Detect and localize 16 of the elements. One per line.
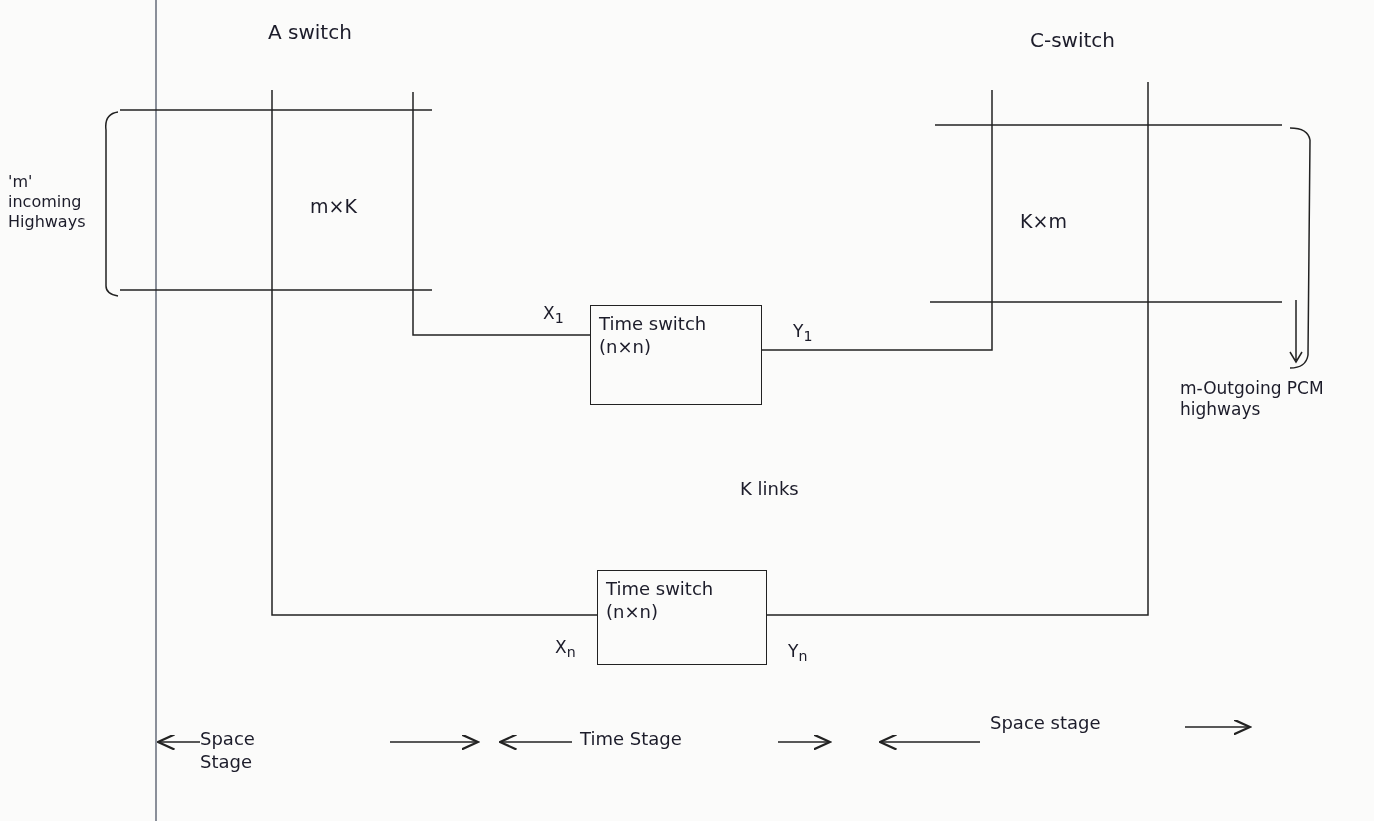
time-switch-box: Time switch (n×n) <box>597 570 767 665</box>
switch-heading: A switch <box>268 20 352 44</box>
note-text: Time Stage <box>580 728 683 751</box>
connector-line <box>271 289 598 616</box>
switch-size-text: m×K <box>310 195 357 217</box>
note-text: 'm' incoming Highways <box>8 172 87 232</box>
switch-heading: C-switch <box>1030 28 1116 52</box>
note-text: m-Outgoing PCM highways <box>1180 378 1325 421</box>
note-text: Space Stage <box>200 728 256 773</box>
connector-line <box>766 301 1149 616</box>
note-text: K links <box>740 478 800 501</box>
switch-size-text: K×m <box>1020 210 1067 232</box>
note-text: Space stage <box>990 712 1102 735</box>
time-switch-box: Time switch (n×n) <box>590 305 762 405</box>
connector-line <box>761 301 993 351</box>
connector-line <box>412 289 591 336</box>
